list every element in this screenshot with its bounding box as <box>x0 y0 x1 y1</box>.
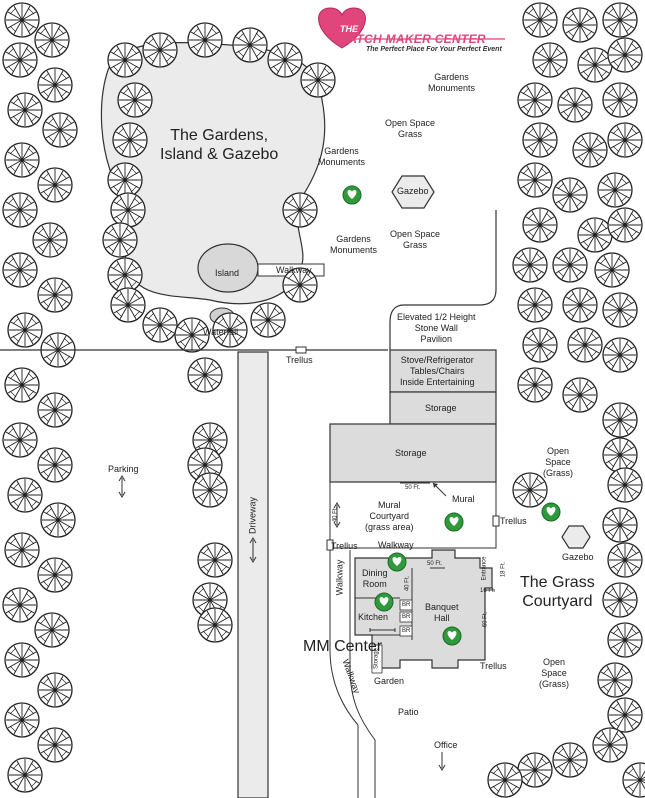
br-label-3: BR <box>402 628 411 634</box>
grass-courtyard-label: The Grass Courtyard <box>520 574 595 610</box>
gardens-monuments-label-3: Gardens Monuments <box>330 234 378 255</box>
logo-name: MATCH MAKER CENTER <box>338 32 486 46</box>
storage-block-1 <box>389 391 497 425</box>
parking-label: Parking <box>108 464 139 474</box>
mural-courtyard-label: Mural Courtyard (grass area) <box>365 500 414 532</box>
dining-room-label: Dining Room <box>362 568 388 589</box>
walkway-left-label: Walkway <box>334 559 345 596</box>
dim-40ft-label-2: 40 Ft. <box>404 575 411 592</box>
dim-40ft-label-1: 40 Ft. <box>332 506 339 523</box>
gardens-title: The Gardens, Island & Gazebo <box>160 127 279 163</box>
dim-18ft-label: 18 Ft. <box>500 561 507 578</box>
mm-center-label: MM Center <box>303 638 383 655</box>
trellus-label-2: Trellus <box>500 516 527 526</box>
dim-50ft-label-2: 50 Ft. <box>427 561 443 567</box>
gazebo-right-shape <box>561 525 591 549</box>
trellus-label-3: Trellus <box>331 541 358 551</box>
br-label-2: BR <box>402 614 411 620</box>
dim-50ft-label-1: 50 Ft. <box>405 485 421 491</box>
gazebo-top-label: Gazebo <box>397 186 429 196</box>
trellus-label-4: Trellus <box>480 661 507 671</box>
br-room-1 <box>399 599 413 611</box>
dim-16ft-label: 16 Ft. <box>480 588 496 594</box>
logo-heart-icon <box>318 7 366 49</box>
pavilion-block <box>389 349 497 393</box>
pavilion-path <box>389 210 497 350</box>
patio-label: Patio <box>398 707 419 717</box>
trellus-marker-2 <box>492 515 500 527</box>
heart-marker-banquet <box>442 626 462 646</box>
open-space-grass-right-label-2: Open Space (Grass) <box>539 657 569 689</box>
kitchen-label: Kitchen <box>358 612 389 622</box>
gazebo-top-shape <box>391 175 435 209</box>
brand-logo: THE MATCH MAKER CENTER The Perfect Place… <box>318 6 508 56</box>
office-label: Office <box>434 740 458 750</box>
tree-cluster-left <box>2 2 78 793</box>
walkway-outer-line <box>329 550 359 798</box>
storage-label-2: Storage <box>395 448 427 458</box>
stove-tables-label: Stove/Refrigerator Tables/Chairs Inside … <box>400 355 475 387</box>
br-room-2 <box>399 611 413 623</box>
entrance-label: Entrance <box>481 556 488 581</box>
driveway-shape <box>237 351 269 798</box>
walkway-left-line <box>349 550 376 798</box>
br-room-3 <box>399 625 413 637</box>
gardens-monuments-label-2: Gardens Monuments <box>318 146 366 167</box>
logo-the: THE <box>340 24 358 34</box>
waterfall-label: Waterfall <box>203 327 239 337</box>
storage-block-2 <box>329 423 497 483</box>
dim-60ft-label: 60 Ft. <box>482 611 489 628</box>
open-space-grass-right-label-1: Open Space (Grass) <box>543 446 573 478</box>
banquet-hall-label: Banquet Hall <box>425 602 459 623</box>
heart-marker-gardens <box>342 185 362 205</box>
open-space-grass-label-1: Open Space Grass <box>385 118 436 139</box>
walkway-island-label: Walkway <box>276 265 312 275</box>
trellus-marker-1 <box>295 346 307 354</box>
gazebo-right-label: Gazebo <box>562 552 594 562</box>
heart-marker-kitchen <box>374 592 394 612</box>
br-label-1: BR <box>402 602 411 608</box>
gardens-monuments-label-1: Gardens Monuments <box>428 72 476 93</box>
garden-label: Garden <box>374 676 405 686</box>
logo-tagline: The Perfect Place For Your Perfect Event <box>366 46 502 53</box>
trellus-label-1: Trellus <box>286 355 313 365</box>
heart-marker-mural <box>444 512 464 532</box>
mural-label: Mural <box>452 494 475 504</box>
open-space-grass-label-2: Open Space Grass <box>390 229 441 250</box>
tree-cluster-driveway <box>187 357 233 643</box>
island-label: Island <box>215 268 240 278</box>
mural-courtyard-outline <box>329 482 497 549</box>
storage-label-1: Storage <box>425 403 457 413</box>
heart-marker-dining <box>387 552 407 572</box>
pavilion-label: Elevated 1/2 Height Stone Wall Pavilion <box>397 312 476 344</box>
storage-room-small <box>371 644 383 674</box>
heart-marker-grass <box>541 502 561 522</box>
driveway-label: Driveway <box>247 497 258 535</box>
walkway-top-label: Walkway <box>378 540 414 550</box>
